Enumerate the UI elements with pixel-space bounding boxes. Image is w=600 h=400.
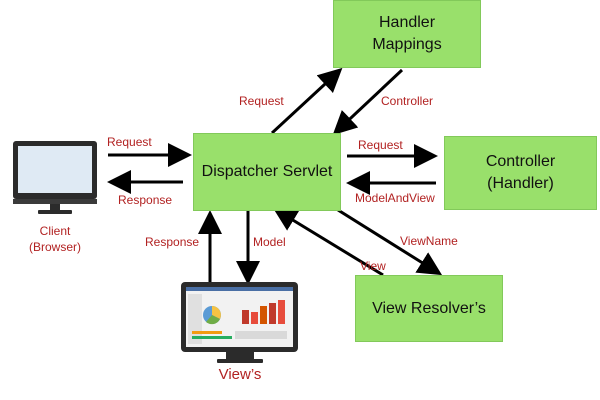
- label-model: Model: [253, 235, 286, 249]
- label-view: View: [360, 259, 386, 273]
- dispatcher-servlet-text: Dispatcher Servlet: [201, 163, 333, 180]
- label-view-name: ViewName: [400, 234, 458, 248]
- handler-mappings-line1: Handler: [378, 14, 436, 31]
- label-request-controller: Request: [358, 138, 403, 152]
- controller-line1: Controller: [485, 153, 556, 170]
- client-caption: Client (Browser): [15, 223, 95, 255]
- handler-mappings-line2: Mappings: [372, 36, 442, 53]
- label-request-handler: Request: [239, 94, 284, 108]
- arrow-dispatcher-to-resolver: [337, 208, 443, 276]
- label-request-client: Request: [107, 135, 152, 149]
- arrow-handler-to-dispatcher: [332, 68, 404, 136]
- monitor-dashboard-icon: [181, 282, 298, 363]
- desktop-monitor-icon: [13, 141, 97, 214]
- controller-line2: (Handler): [487, 175, 554, 192]
- handler-mappings-box: Handler Mappings: [333, 0, 481, 68]
- client-caption-line1: Client: [39, 224, 71, 238]
- client-caption-line2: (Browser): [28, 240, 81, 254]
- label-response-client: Response: [118, 193, 173, 207]
- arrow-dispatcher-to-handler: [270, 67, 343, 135]
- label-response-view: Response: [145, 235, 200, 249]
- arrow-resolver-to-dispatcher: [272, 207, 384, 277]
- view-resolver-box: View Resolver’s: [355, 275, 503, 342]
- label-controller-return: Controller: [381, 94, 434, 108]
- controller-box: Controller (Handler): [444, 136, 597, 210]
- dispatcher-servlet-box: Dispatcher Servlet: [193, 133, 341, 211]
- views-caption: View’s: [218, 366, 262, 383]
- view-resolver-text: View Resolver’s: [372, 299, 486, 317]
- label-model-and-view: ModelAndView: [355, 191, 435, 205]
